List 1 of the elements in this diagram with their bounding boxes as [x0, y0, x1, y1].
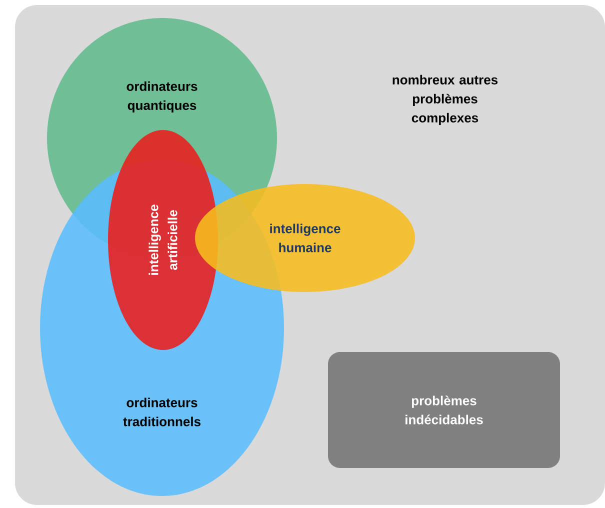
category-box: problèmes indécidables	[328, 352, 560, 468]
